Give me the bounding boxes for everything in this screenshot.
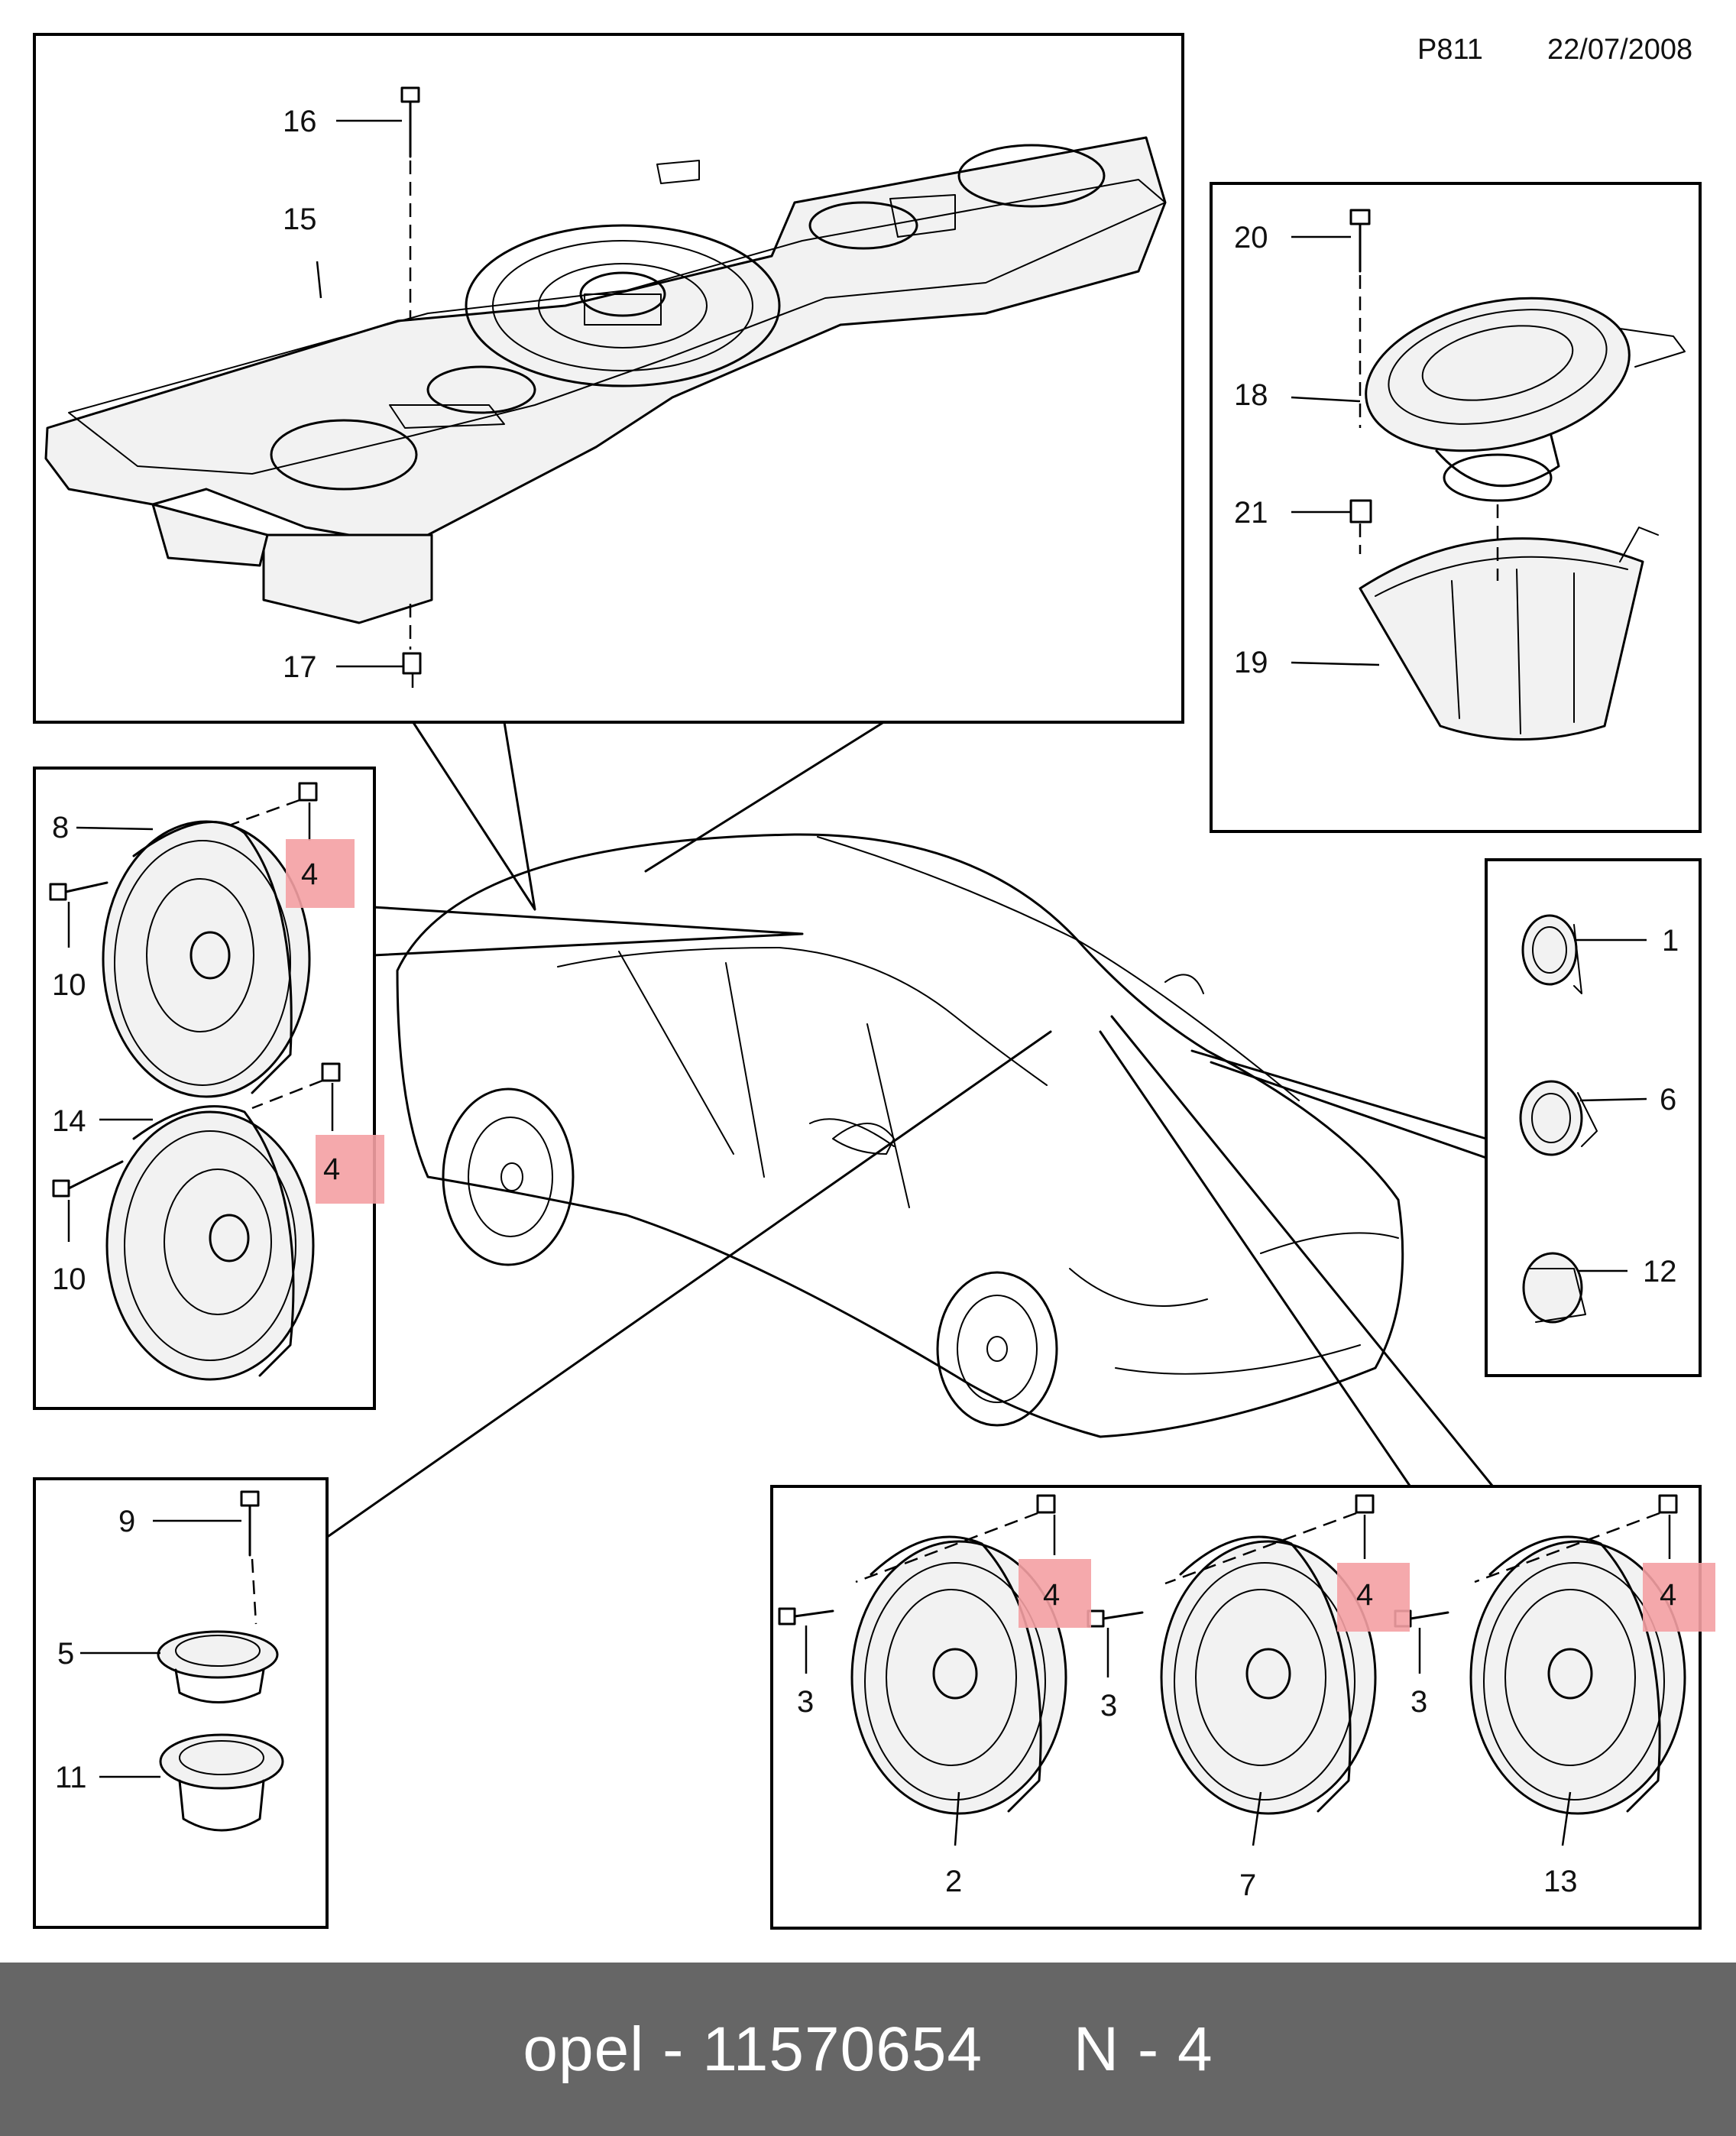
callout-20: 20 xyxy=(1234,221,1268,254)
callout-12: 12 xyxy=(1643,1255,1677,1288)
panel-small-speakers: 9 5 11 xyxy=(33,1477,329,1929)
callout-10-lower: 10 xyxy=(52,1262,86,1296)
callout-4-c: 4 xyxy=(1660,1578,1676,1612)
panel-front-door-speakers: 8 10 14 10 4 4 xyxy=(33,767,384,1410)
callout-11: 11 xyxy=(55,1761,87,1794)
callout-3-c: 3 xyxy=(1410,1685,1427,1719)
speaker-18 xyxy=(1365,297,1686,502)
footer-text: opel - 11570654 N - 4 xyxy=(523,2014,1213,2084)
speaker-14 xyxy=(105,1105,315,1381)
bolt-20 xyxy=(1349,209,1371,273)
callout-21: 21 xyxy=(1234,496,1268,530)
highlight-4-a: 4 xyxy=(1019,1559,1091,1628)
screw-3-a xyxy=(778,1607,834,1625)
callout-9: 9 xyxy=(118,1505,135,1538)
bolt-16 xyxy=(400,86,420,158)
tweeter-1 xyxy=(1521,914,1582,994)
tweeter-12 xyxy=(1522,1252,1586,1324)
callout-10-upper: 10 xyxy=(52,968,86,1002)
diagram-code: P811 xyxy=(1417,34,1483,66)
tweeter-6 xyxy=(1519,1080,1598,1156)
callout-13: 13 xyxy=(1543,1865,1578,1898)
callout-1: 1 xyxy=(1662,924,1679,958)
clip-4-upper xyxy=(298,782,318,802)
callout-4-upper: 4 xyxy=(301,857,318,891)
callout-4-lower: 4 xyxy=(323,1152,340,1186)
clip-4-a xyxy=(1036,1494,1056,1514)
car-wheel-rear xyxy=(442,1087,575,1266)
speaker-2 xyxy=(850,1535,1067,1815)
callout-14: 14 xyxy=(52,1104,86,1138)
callout-8: 8 xyxy=(52,811,69,844)
callout-2: 2 xyxy=(945,1865,962,1898)
screw-10-lower xyxy=(52,1160,124,1198)
highlight-4-b: 4 xyxy=(1337,1563,1410,1632)
panel-subwoofer-enclosure: 16 15 17 xyxy=(33,33,1184,724)
footer-bar: opel - 11570654 N - 4 xyxy=(0,1963,1736,2136)
clip-4-b xyxy=(1355,1494,1375,1514)
callout-3-a: 3 xyxy=(797,1685,814,1719)
highlight-4-upper: 4 xyxy=(286,839,355,908)
speaker-7 xyxy=(1160,1535,1377,1815)
callout-16: 16 xyxy=(283,105,317,138)
callout-5: 5 xyxy=(57,1637,74,1671)
callout-7: 7 xyxy=(1239,1869,1256,1902)
subwoofer-enclosure xyxy=(44,136,1167,624)
screw-10-upper xyxy=(49,881,108,901)
speaker-5 xyxy=(157,1630,279,1703)
speaker-11 xyxy=(159,1733,284,1832)
callout-3-b: 3 xyxy=(1100,1689,1117,1723)
car-wheel-front xyxy=(936,1271,1058,1427)
panel-rear-door-speakers: 3 3 3 2 7 13 4 4 4 xyxy=(770,1485,1715,1930)
clip-4-lower xyxy=(321,1062,341,1082)
clip-4-c xyxy=(1658,1494,1678,1514)
highlight-4-lower: 4 xyxy=(316,1135,384,1204)
speaker-mount-19 xyxy=(1359,527,1659,741)
panel-rear-shelf-speaker: 20 18 21 19 xyxy=(1210,182,1702,833)
clip-17 xyxy=(402,652,422,675)
screw-9 xyxy=(240,1490,260,1557)
panel-tweeters: 1 6 12 xyxy=(1485,858,1702,1377)
speaker-8 xyxy=(102,820,311,1098)
callout-4-a: 4 xyxy=(1043,1578,1060,1612)
highlight-4-c: 4 xyxy=(1643,1563,1715,1632)
speaker-13 xyxy=(1469,1535,1686,1815)
callout-17: 17 xyxy=(283,650,317,684)
car-illustration xyxy=(396,833,1404,1438)
diagram-date: 22/07/2008 xyxy=(1547,34,1692,66)
parts-diagram: P811 22/07/2008 xyxy=(33,33,1715,1930)
callout-4-b: 4 xyxy=(1356,1578,1373,1612)
callout-6: 6 xyxy=(1660,1083,1676,1117)
callout-15: 15 xyxy=(283,203,317,236)
callout-19: 19 xyxy=(1234,646,1268,679)
callout-18: 18 xyxy=(1234,378,1268,412)
